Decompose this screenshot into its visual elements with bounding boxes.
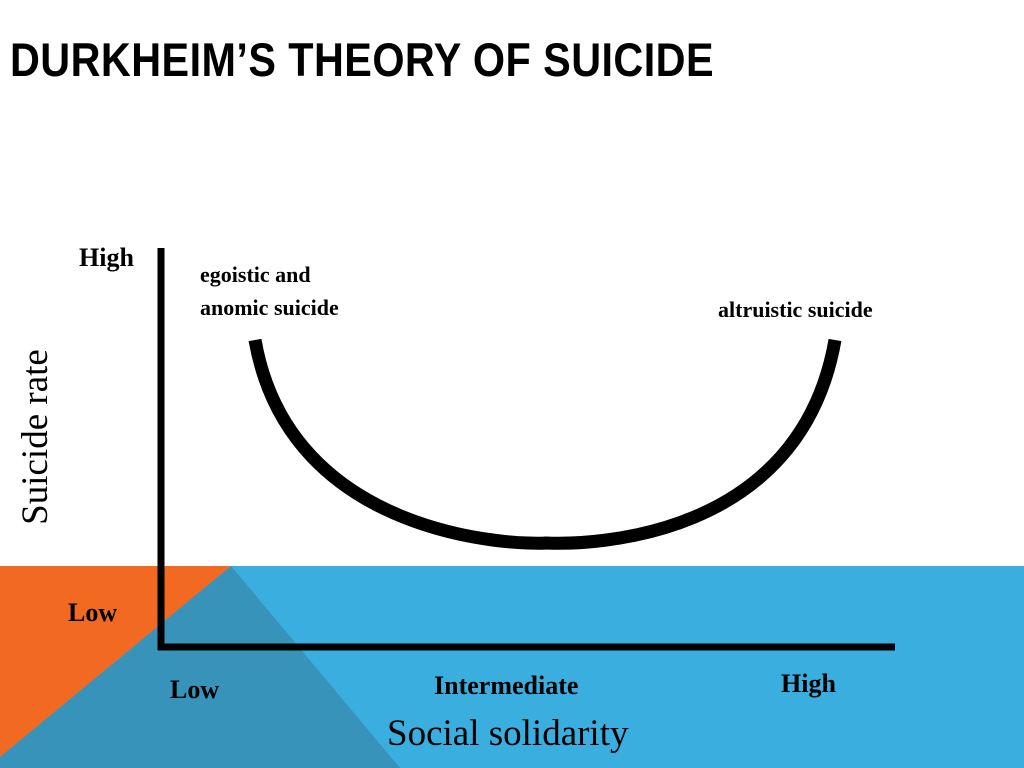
annotation-left-line2: anomic suicide: [200, 295, 339, 320]
slide-title: DURKHEIM’S THEORY OF SUICIDE: [10, 33, 715, 86]
u-curve: [248, 338, 842, 550]
x-axis-high-label: High: [781, 669, 836, 698]
x-axis-low-label: Low: [170, 675, 220, 704]
annotation-altruistic: altruistic suicide: [718, 297, 873, 322]
x-axis-intermediate-label: Intermediate: [434, 671, 579, 700]
y-axis-low-label: Low: [68, 598, 118, 627]
y-axis-title: Suicide rate: [14, 349, 56, 525]
steel-blue-triangle: [0, 566, 400, 768]
x-axis-title: Social solidarity: [387, 713, 629, 754]
annotation-egoistic-anomic: egoistic and anomic suicide: [200, 258, 400, 324]
y-axis-high-label: High: [79, 243, 134, 272]
annotation-left-line1: egoistic and: [200, 262, 311, 287]
